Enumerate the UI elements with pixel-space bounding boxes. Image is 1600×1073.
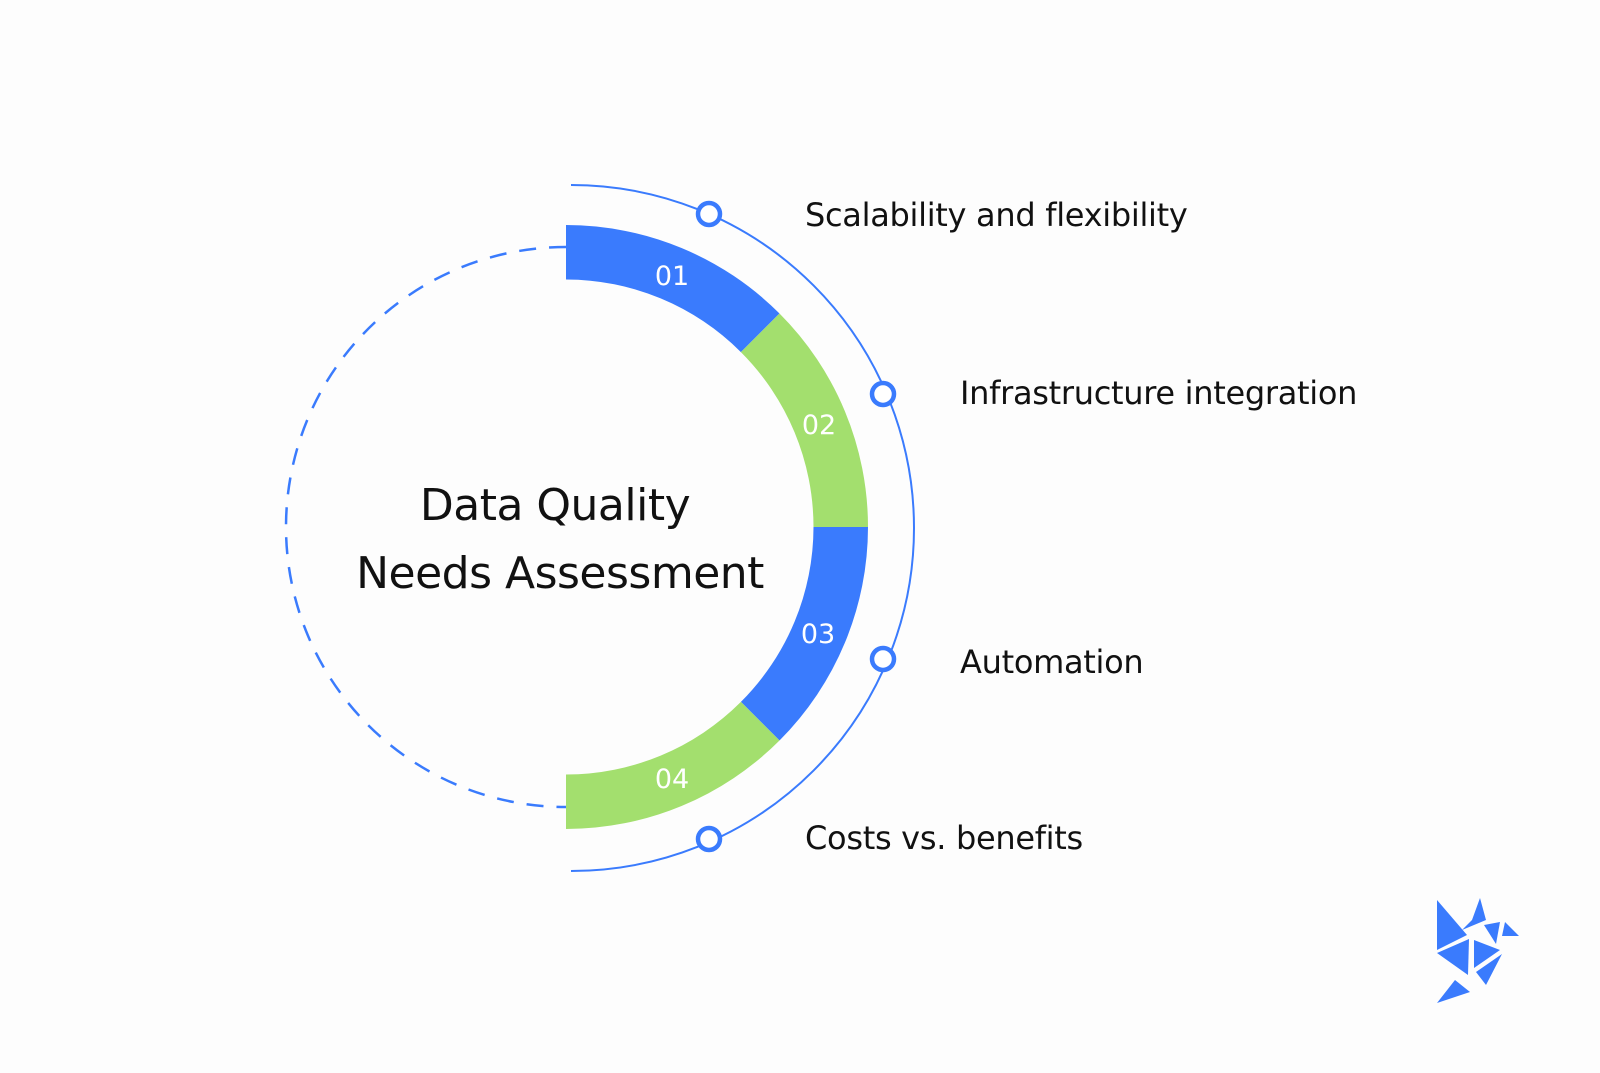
- item-label-scalability: Scalability and flexibility: [805, 196, 1188, 234]
- marker-circle-4: [695, 825, 723, 853]
- segment-number-03: 03: [801, 619, 835, 650]
- marker-circle-3: [869, 645, 897, 673]
- segment-number-02: 02: [802, 410, 836, 441]
- marker-circle-1: [695, 200, 723, 228]
- diagram-title-line-1: Data Quality: [420, 480, 690, 531]
- origami-bird-logo-icon: [1437, 898, 1519, 1003]
- segment-number-01: 01: [655, 261, 689, 292]
- marker-circle-2: [869, 380, 897, 408]
- segment-04: [566, 701, 780, 829]
- item-label-automation: Automation: [960, 643, 1143, 681]
- segment-number-04: 04: [655, 764, 689, 795]
- segment-02: [740, 313, 868, 527]
- outer-arc: [570, 184, 915, 872]
- item-label-costs: Costs vs. benefits: [805, 819, 1083, 857]
- item-label-infrastructure: Infrastructure integration: [960, 374, 1357, 412]
- segment-01: [566, 225, 780, 353]
- segment-03: [740, 527, 868, 741]
- diagram-title-line-2: Needs Assessment: [356, 548, 764, 599]
